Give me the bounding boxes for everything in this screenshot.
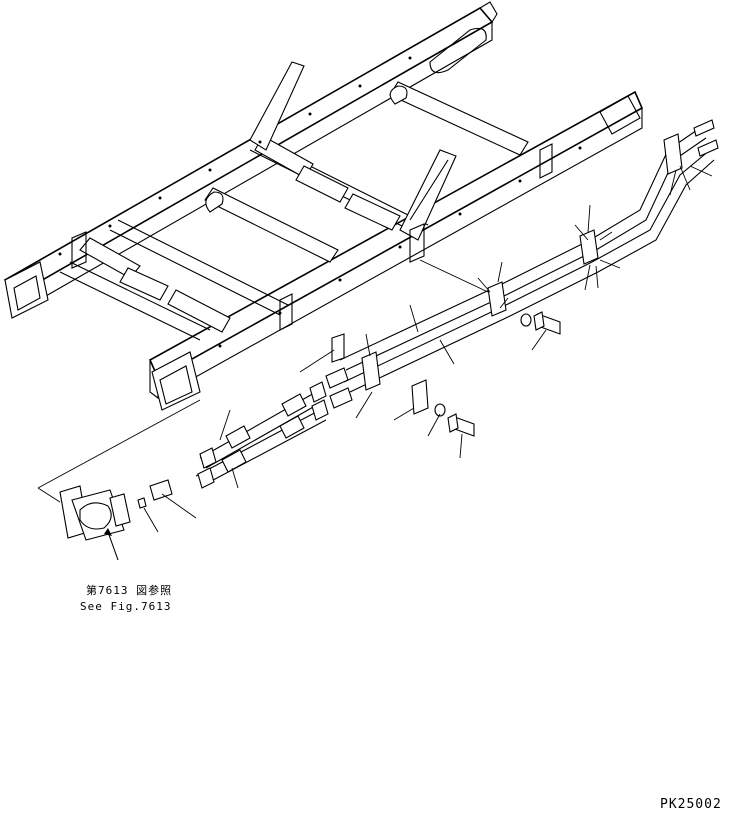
hose-assembly (195, 381, 329, 489)
pump-assembly (59, 479, 173, 561)
guide-lines (37, 259, 489, 503)
bolt-holes (58, 56, 582, 348)
reference-label-en: See Fig.7613 (80, 600, 171, 613)
reference-label-jp: 第7613 図参照 (86, 583, 172, 597)
chassis-frame (3, 1, 644, 411)
hardware (434, 311, 561, 437)
leader-lines (143, 165, 713, 533)
figure-code: PK25002 (660, 797, 722, 812)
hydraulic-pipe-assembly (325, 119, 719, 415)
